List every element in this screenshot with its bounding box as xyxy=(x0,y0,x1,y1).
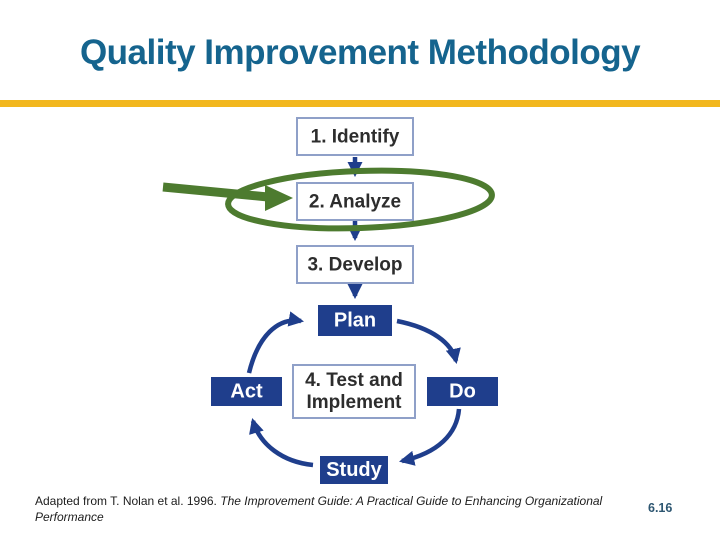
step-box-develop: 3. Develop xyxy=(296,245,414,284)
pdsa-act-label: Act xyxy=(230,381,263,403)
citation-prefix: Adapted from T. Nolan et al. 1996. xyxy=(35,494,221,508)
slide-title: Quality Improvement Methodology xyxy=(79,33,641,72)
pdsa-study-label: Study xyxy=(326,459,382,481)
step-box-identify: 1. Identify xyxy=(296,117,414,156)
pdsa-arc-do-to-study-icon xyxy=(399,408,462,466)
pdsa-do-label: Do xyxy=(449,381,476,403)
step-box-analyze: 2. Analyze xyxy=(296,182,414,221)
test-implement-box: 4. Test and Implement xyxy=(292,364,416,419)
test-implement-label-line2: Implement xyxy=(306,392,402,413)
pdsa-arc-study-to-act-icon xyxy=(249,418,314,468)
highlight-oval-icon xyxy=(225,167,495,232)
page-number: 6.16 xyxy=(648,501,673,515)
pdsa-do-box: Do xyxy=(427,377,498,406)
pdsa-arc-act-to-plan-icon xyxy=(246,311,305,374)
citation-book-title: The Improvement Guide: A Practical Guide… xyxy=(35,494,603,524)
step-label-analyze: 2. Analyze xyxy=(309,192,401,213)
accent-bar xyxy=(0,100,720,107)
pdsa-arc-plan-to-do-icon xyxy=(396,318,461,364)
citation: Adapted from T. Nolan et al. 1996. The I… xyxy=(35,494,613,526)
highlight-arrow-icon xyxy=(162,182,293,211)
pdsa-study-box: Study xyxy=(320,456,388,484)
pdsa-plan-label: Plan xyxy=(334,310,376,332)
step-label-identify: 1. Identify xyxy=(311,127,400,148)
step-label-develop: 3. Develop xyxy=(307,255,402,276)
pdsa-act-box: Act xyxy=(211,377,282,406)
test-implement-label-line1: 4. Test and xyxy=(305,370,403,391)
pdsa-plan-box: Plan xyxy=(318,305,392,336)
